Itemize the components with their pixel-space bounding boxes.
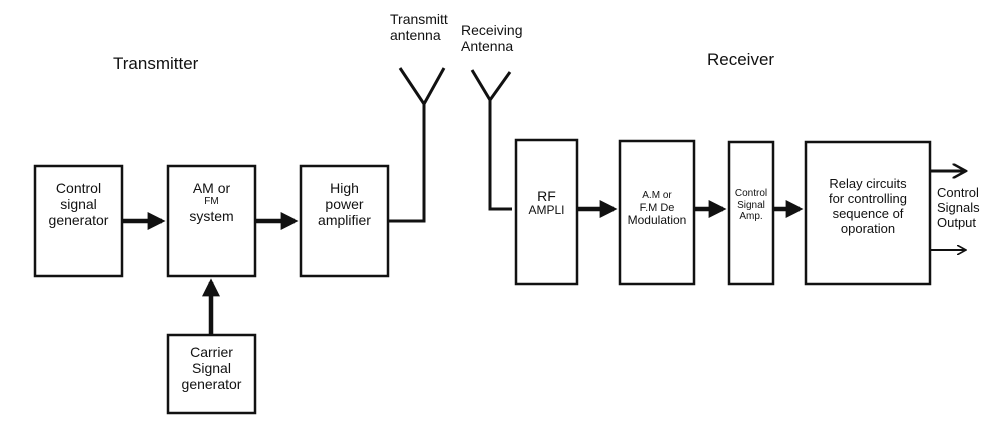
relay-circuits-line-4: oporation — [840, 220, 896, 236]
transmitter-title: Transmitter — [113, 54, 199, 73]
transmit-antenna-icon — [398, 67, 446, 107]
high-power-amplifier-line-2: power — [325, 196, 364, 213]
transmit-antenna-label: Transmitt antenna — [390, 11, 448, 43]
control-signal-generator-line-1: Control — [55, 180, 102, 196]
am-fm-demodulation-line-3: Modulation — [627, 213, 687, 228]
am-fm-system-label: AM or FM system — [168, 180, 255, 224]
am-fm-system-line-3: system — [189, 207, 234, 224]
control-signal-generator-line-3: generator — [48, 212, 109, 229]
am-fm-system-line-1: AM or — [192, 180, 231, 196]
relay-circuits-label: Relay circuits for controlling sequence … — [806, 176, 930, 237]
control-signal-generator-line-2: signal — [60, 196, 97, 213]
control-signal-amp-block — [727, 140, 775, 286]
receiving-antenna-label: Receiving Antenna — [461, 22, 522, 54]
carrier-signal-generator-line-2: Signal — [192, 360, 231, 377]
control-signal-amp-line-3: Amp. — [739, 211, 763, 222]
high-power-amplifier-line-3: amplifier — [318, 212, 371, 229]
control-signal-amp-line-1: Control — [734, 188, 768, 199]
transmit-antenna-label-line-1: Transmitt — [390, 11, 448, 27]
relay-circuits-line-3: sequence of — [832, 205, 904, 221]
am-fm-demodulation-label: A.M or F.M De Modulation — [620, 190, 694, 228]
rf-ampli-line-2: AMPLI — [528, 203, 565, 218]
carrier-signal-generator-line-1: Carrier — [190, 344, 233, 360]
rf-ampli-line-1: RF — [537, 188, 556, 204]
am-fm-demodulation-block — [618, 139, 696, 286]
receiving-antenna-label-line-1: Receiving — [461, 22, 523, 38]
receiver-title: Receiver — [707, 50, 775, 69]
am-fm-demodulation-line-2: F.M De — [639, 201, 675, 214]
relay-circuits-block — [804, 140, 932, 286]
output-label-line-1: Control — [937, 185, 979, 200]
control-signal-amp-label: Control Signal Amp. — [729, 188, 773, 223]
am-fm-system-line-2: FM — [204, 196, 219, 208]
transmit-antenna-feed — [388, 104, 426, 223]
receiving-antenna-icon — [470, 69, 512, 103]
control-signal-amp-line-2: Signal — [737, 199, 765, 211]
carrier-signal-generator-line-3: generator — [181, 376, 242, 393]
am-fm-demodulation-line-1: A.M or — [642, 190, 672, 201]
carrier-signal-generator-label: Carrier Signal generator — [168, 344, 255, 392]
transmit-antenna-label-line-2: antenna — [390, 27, 441, 44]
output-label-line-2: Signals — [937, 199, 980, 215]
rf-ampli-label: RF AMPLI — [516, 188, 577, 218]
rf-ampli-block — [514, 138, 579, 286]
relay-circuits-line-2: for controlling — [828, 190, 908, 206]
receiving-antenna-label-line-2: Antenna — [461, 38, 514, 55]
high-power-amplifier-line-1: High — [330, 180, 359, 196]
relay-circuits-line-1: Relay circuits — [829, 176, 907, 191]
output-label: Control Signals Output — [937, 185, 991, 231]
high-power-amplifier-label: High power amplifier — [301, 180, 388, 228]
receiving-antenna-feed — [488, 100, 512, 211]
output-label-line-3: Output — [937, 214, 977, 230]
control-signal-generator-label: Control signal generator — [35, 180, 122, 228]
